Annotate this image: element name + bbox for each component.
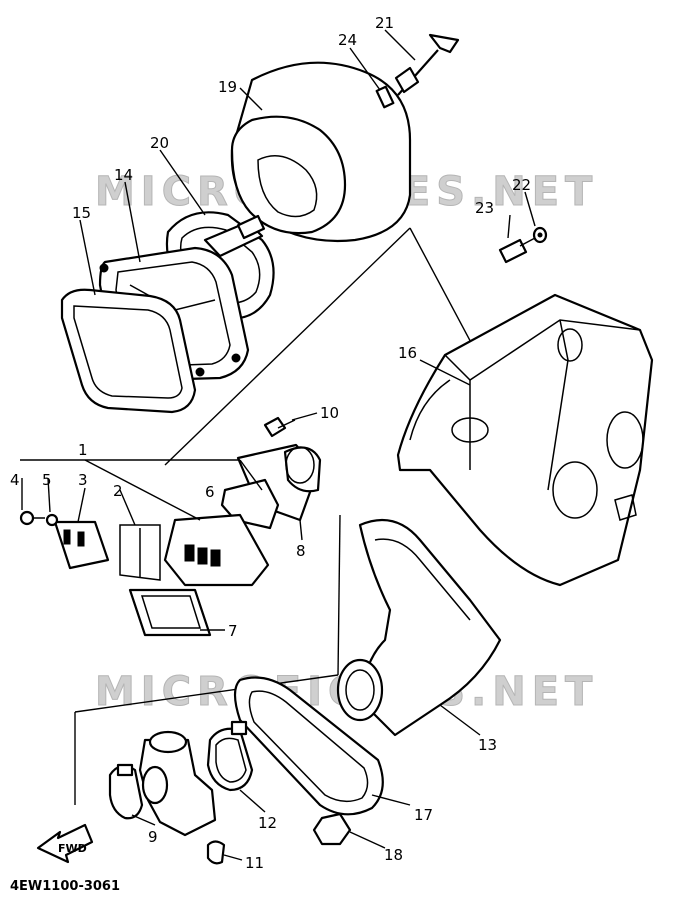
- nut: [312, 812, 352, 846]
- callout-14: 14: [114, 166, 133, 184]
- callout-15: 15: [72, 204, 91, 222]
- leader-lines: [20, 29, 536, 861]
- group-outline-reed: [74, 514, 341, 805]
- callout-1: 1: [78, 441, 88, 459]
- callout-9: 9: [148, 828, 158, 846]
- callout-17: 17: [414, 806, 433, 824]
- callout-18: 18: [384, 846, 403, 864]
- callout-22: 22: [512, 176, 531, 194]
- joint-bolt: [263, 416, 296, 438]
- callout-20: 20: [150, 134, 169, 152]
- callout-5: 5: [42, 471, 52, 489]
- callout-11: 11: [245, 854, 264, 872]
- callout-10: 10: [320, 404, 339, 422]
- side-gasket: [233, 676, 384, 816]
- drawing-code: 4EW1100-3061: [10, 879, 120, 894]
- hose-clamp: [206, 720, 254, 792]
- callout-8: 8: [296, 542, 306, 560]
- reed-valve: [119, 513, 270, 587]
- callout-24: 24: [338, 31, 357, 49]
- callout-23: 23: [475, 199, 494, 217]
- callout-7: 7: [228, 622, 238, 640]
- wing-bolt: [394, 33, 460, 96]
- air-filter-element: [230, 61, 412, 243]
- callout-16: 16: [398, 344, 417, 362]
- callout-19: 19: [218, 78, 237, 96]
- callout-21: 21: [375, 14, 394, 32]
- intake-duct: [336, 518, 502, 737]
- small-screw: [19, 510, 45, 526]
- callout-12: 12: [258, 814, 277, 832]
- callouts: 21 24 19 20 14 15 22 23 16 10 1 4 5 3 2 …: [10, 14, 531, 872]
- reed-stopper: [53, 520, 110, 570]
- fwd-arrow-icon: FWD: [36, 823, 94, 864]
- reed-gasket: [128, 588, 212, 637]
- small-washer: [45, 513, 59, 527]
- small-fitting: [375, 85, 395, 109]
- carburetor: [138, 730, 217, 837]
- callout-13: 13: [478, 736, 497, 754]
- callout-6: 6: [205, 483, 215, 501]
- air-box: [396, 293, 654, 587]
- callout-4: 4: [10, 471, 20, 489]
- callout-2: 2: [113, 482, 123, 500]
- hose-clip: [206, 840, 226, 865]
- washer: [532, 226, 548, 244]
- filter-gasket: [60, 288, 197, 414]
- direction-label: FWD: [58, 842, 87, 855]
- hex-bolt: [498, 237, 536, 264]
- carb-clamp: [108, 763, 144, 820]
- callout-3: 3: [78, 471, 88, 489]
